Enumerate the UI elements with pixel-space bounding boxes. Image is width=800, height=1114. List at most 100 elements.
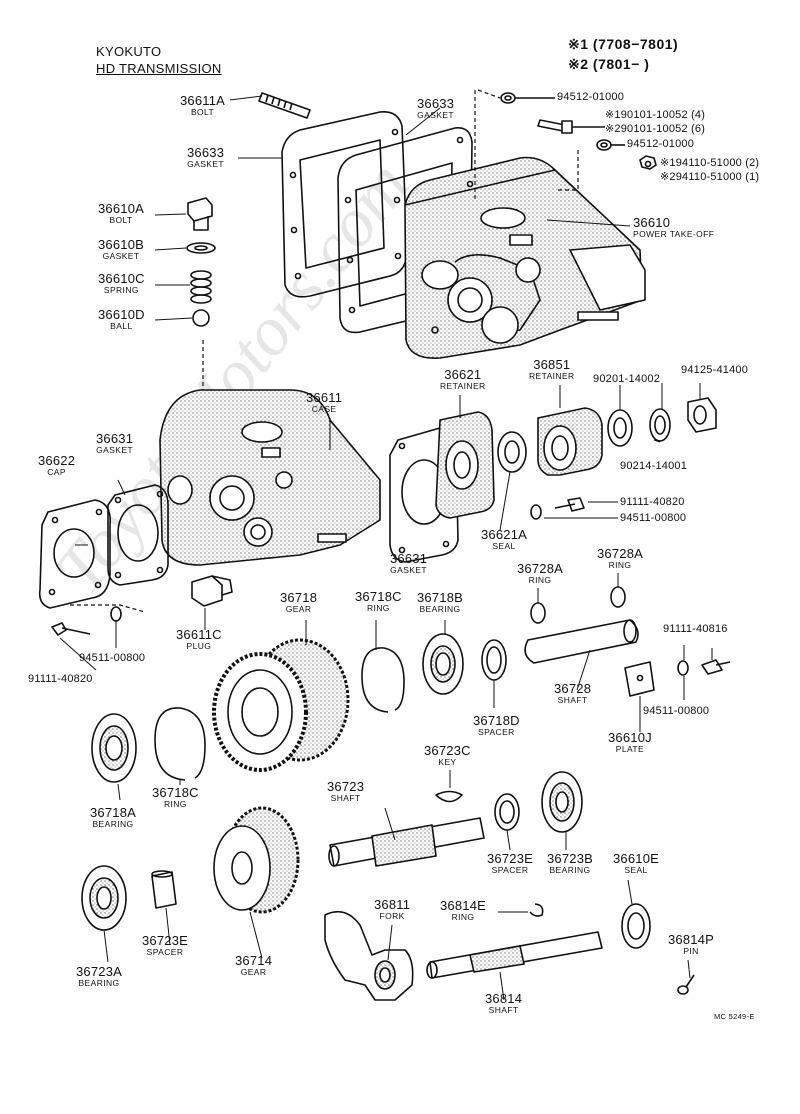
nut-94110-icon: [639, 155, 657, 170]
bolt-91111-40816-icon: [701, 659, 731, 675]
serial-range-1: ※1 (7708−7801): [568, 36, 679, 52]
leader-lines: [59, 95, 713, 1001]
ring-36728A-left-icon: [530, 602, 546, 624]
bolt-90101-icon: [537, 119, 605, 134]
gear-36718-icon: [212, 638, 350, 772]
shaft-36728-icon: [524, 619, 639, 664]
gasket-36631-left-icon: [107, 484, 169, 586]
ref-94110-51000-2: ※294110-51000 (1): [660, 171, 760, 183]
spacer-36723E-upper-icon: [494, 793, 520, 831]
ref-91111-40816: 91111-40816: [663, 623, 728, 635]
seal-36621A-icon: [497, 431, 527, 473]
ref-94511-00800-left: 94511-00800: [79, 652, 146, 664]
plate-36610J-icon: [624, 661, 655, 697]
retainer-36621-icon: [435, 411, 495, 519]
serial-range-2: ※2 (7801− ): [568, 56, 650, 72]
ref-90101-10052-1: ※190101-10052 (4): [605, 109, 706, 121]
spacer-36718D-icon: [481, 639, 507, 681]
header-line2: HD TRANSMISSION: [96, 61, 222, 76]
washer-94511-right-icon: [530, 504, 542, 520]
header-line1: KYOKUTO: [96, 44, 162, 59]
power-take-off-36610-icon: [404, 156, 646, 359]
washer-94511-left-icon: [110, 606, 122, 622]
drawing-code: MC 5249-E: [714, 1012, 755, 1021]
washer-90214-icon: [649, 408, 671, 442]
ref-94511-00800-far-right: 94511-00800: [643, 705, 710, 717]
ring-36728A-right-icon: [610, 586, 626, 608]
ball-36610D-icon: [192, 309, 210, 327]
bolt-91111-40820-right-icon: [554, 497, 585, 512]
gasket-36633-rear-icon: [281, 110, 408, 298]
seal-36610E-icon: [621, 903, 651, 949]
bearing-36723A-icon: [81, 865, 127, 931]
ring-36718C-upper-icon: [361, 647, 405, 713]
bolt-36610A-icon: [187, 197, 213, 231]
washer-94512-lower-icon: [596, 139, 625, 151]
ref-94512-01000-b: 94512-01000: [627, 138, 695, 150]
bolt-36611A-icon: [258, 92, 311, 119]
bolt-91111-40820-left-icon: [51, 622, 91, 636]
bearing-36723B-icon: [541, 771, 583, 833]
spacer-36723E-lower-icon: [151, 870, 177, 909]
ref-91111-40820-right: 91111-40820: [620, 496, 685, 508]
ref-90101-10052-2: ※290101-10052 (6): [605, 123, 706, 135]
ref-94512-01000-a: 94512-01000: [557, 91, 625, 103]
bearing-36718B-icon: [422, 633, 464, 695]
fork-36811-icon: [324, 910, 414, 1001]
cap-36622-icon: [38, 499, 112, 609]
bearing-36718A-icon: [91, 713, 137, 783]
case-36611-icon: [159, 389, 381, 566]
spring-36610C-icon: [190, 270, 212, 304]
washer-94511-far-right-icon: [677, 660, 689, 676]
ref-94511-00800-right: 94511-00800: [620, 512, 687, 524]
nut-94125-icon: [687, 397, 717, 433]
shaft-36723-icon: [328, 817, 485, 867]
ref-90201-14002: 90201-14002: [593, 373, 661, 385]
gasket-36610B-icon: [186, 242, 216, 254]
ref-91111-40820-left: 91111-40820: [28, 673, 93, 685]
washer-94512-icon: [500, 92, 555, 104]
washer-90201-icon: [607, 409, 633, 447]
plug-36611C-icon: [191, 575, 233, 607]
ref-94125-41400: 94125-41400: [681, 364, 749, 376]
ring-36718C-lower-icon: [154, 707, 206, 781]
